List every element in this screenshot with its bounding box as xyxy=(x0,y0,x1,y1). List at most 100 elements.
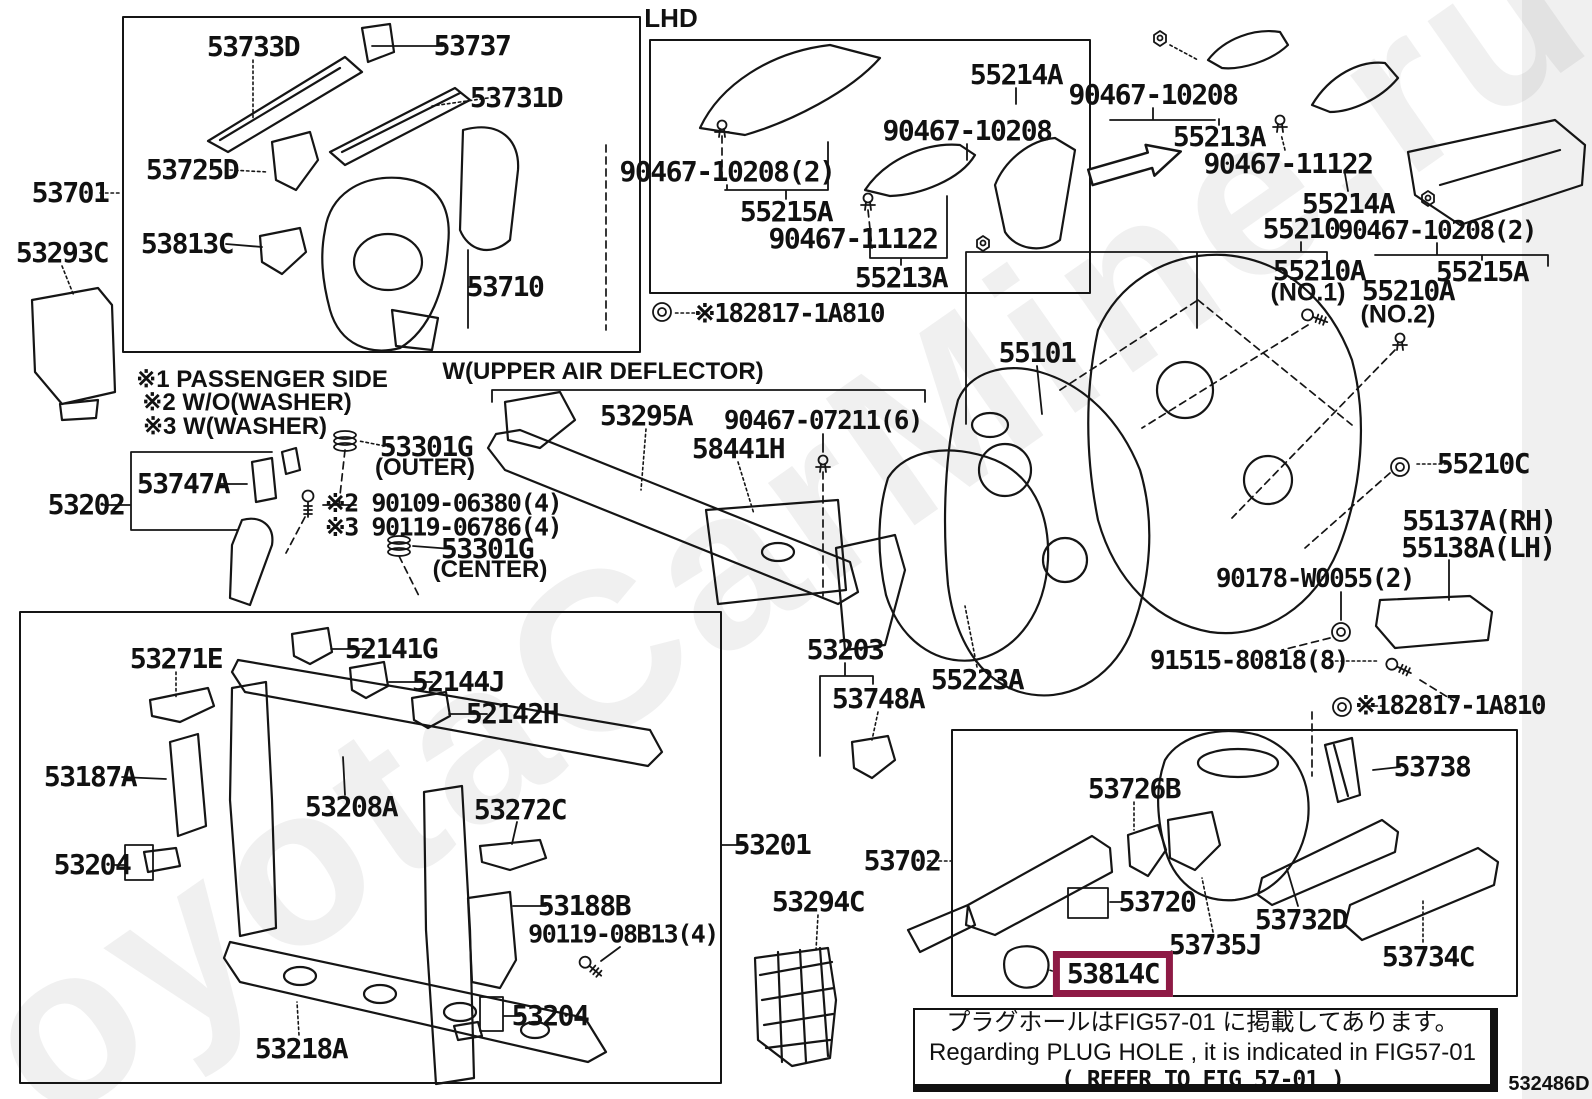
part-label-290109063804[interactable]: ※2 90109-06380(4) xyxy=(324,488,563,518)
part-label-90467102082[interactable]: 90467-10208(2) xyxy=(1337,216,1538,246)
part-label-53748a[interactable]: 53748A xyxy=(831,682,926,715)
part-label-53701[interactable]: 53701 xyxy=(31,176,110,209)
part-label-390119067864[interactable]: ※3 90119-06786(4) xyxy=(324,512,563,542)
part-label-53271e[interactable]: 53271E xyxy=(129,642,224,675)
part-label-53301g[interactable]: 53301G xyxy=(379,430,474,463)
part-label-52144j[interactable]: 52144J xyxy=(411,665,506,698)
part-53218A-hole2 xyxy=(364,985,396,1003)
fastener-icons xyxy=(303,31,1435,980)
grommet-icon xyxy=(1391,458,1409,476)
part-label-9046710208[interactable]: 90467-10208 xyxy=(882,114,1053,147)
part-label-90467072116[interactable]: 90467-07211(6) xyxy=(723,406,924,436)
part-label-53735j[interactable]: 53735J xyxy=(1168,928,1263,961)
part-52144J xyxy=(350,662,388,698)
part-label-center: (CENTER) xyxy=(432,556,548,583)
part-label-90467102082[interactable]: 90467-10208(2) xyxy=(619,155,836,188)
part-53735J xyxy=(1168,812,1220,870)
part-label-53720[interactable]: 53720 xyxy=(1118,885,1197,918)
part-55101-hole1 xyxy=(979,444,1031,496)
part-label-53301g[interactable]: 53301G xyxy=(440,532,535,565)
part-label-55210a[interactable]: 55210A xyxy=(1361,274,1456,307)
part-label-53747a[interactable]: 53747A xyxy=(136,467,231,500)
part-55210-hole2 xyxy=(1244,456,1292,504)
part-label-55210a[interactable]: 55210A xyxy=(1272,254,1367,287)
part-label-53204[interactable]: 53204 xyxy=(511,999,590,1032)
part-label-53734c[interactable]: 53734C xyxy=(1381,940,1476,973)
part-label-55214a[interactable]: 55214A xyxy=(969,58,1064,91)
part-label-53208a[interactable]: 53208A xyxy=(304,790,399,823)
part-label-9046711122[interactable]: 90467-11122 xyxy=(768,222,939,255)
part-side-member-rh xyxy=(424,786,474,1084)
grommet-icon xyxy=(1333,698,1351,716)
part-label-53726b[interactable]: 53726B xyxy=(1087,772,1182,805)
part-55210-hole1 xyxy=(1157,362,1213,418)
part-label-53204[interactable]: 53204 xyxy=(53,848,132,881)
part-label-53295a[interactable]: 53295A xyxy=(599,399,694,432)
part-label-53202[interactable]: 53202 xyxy=(47,488,126,521)
part-label-55101[interactable]: 55101 xyxy=(998,336,1077,369)
bolt-icon xyxy=(577,954,604,979)
part-label-53732d[interactable]: 53732D xyxy=(1254,903,1349,936)
part-53295A xyxy=(488,430,858,604)
part-label-53188b[interactable]: 53188B xyxy=(537,889,632,922)
part-label-53814c[interactable]: 53814C xyxy=(1052,951,1174,997)
part-label-9011908b134[interactable]: 90119-08B13(4) xyxy=(528,919,719,949)
part-label-lhd: LHD xyxy=(644,3,698,33)
part-label-53737[interactable]: 53737 xyxy=(433,29,512,62)
part-52142H xyxy=(412,692,450,728)
part-label-53272c[interactable]: 53272C xyxy=(473,793,568,826)
part-label-55215a[interactable]: 55215A xyxy=(1435,255,1530,288)
part-53734C xyxy=(1345,848,1498,940)
part-55101-hole3 xyxy=(972,413,1008,437)
part-label-55210[interactable]: 55210 xyxy=(1262,212,1341,245)
part-53710-wheelhouse xyxy=(322,178,448,351)
part-label-53710[interactable]: 53710 xyxy=(466,270,545,303)
part-label-53725d[interactable]: 53725D xyxy=(145,153,240,186)
part-label-53733d[interactable]: 53733D xyxy=(206,30,301,63)
part-label-9046711122[interactable]: 90467-11122 xyxy=(1203,147,1374,180)
part-label-53187a[interactable]: 53187A xyxy=(43,760,138,793)
part-55137A-bracket xyxy=(1376,596,1492,648)
part-label-55137arh[interactable]: 55137A(RH) xyxy=(1402,504,1557,537)
scan-edge-strip xyxy=(1522,0,1592,1099)
part-label-52142h[interactable]: 52142H xyxy=(465,697,560,730)
part-label-55215a[interactable]: 55215A xyxy=(739,195,834,228)
part-label-55138alh[interactable]: 55138A(LH) xyxy=(1401,531,1556,564)
part-label-1828171a810[interactable]: ※182817-1A810 xyxy=(1354,691,1547,721)
part-53218A-hole4 xyxy=(521,1022,549,1038)
part-label-55210c[interactable]: 55210C xyxy=(1436,447,1531,480)
part-label-55213a[interactable]: 55213A xyxy=(1172,120,1267,153)
direction-arrow-icon xyxy=(1086,136,1185,193)
part-label-53293c[interactable]: 53293C xyxy=(15,236,110,269)
part-label-52141g[interactable]: 52141G xyxy=(344,632,439,665)
part-label-outer: (OUTER) xyxy=(375,454,475,481)
part-53204-clip1 xyxy=(144,848,180,872)
part-label-53294c[interactable]: 53294C xyxy=(771,885,866,918)
part-cowl-side-rail xyxy=(1408,120,1585,225)
part-label-53702[interactable]: 53702 xyxy=(863,844,942,877)
part-label-55223a[interactable]: 55223A xyxy=(930,663,1025,696)
part-rh-wheelhouse-top xyxy=(1198,749,1278,777)
part-apron-tower xyxy=(460,127,518,250)
part-53813C xyxy=(260,228,306,274)
part-label-55213a[interactable]: 55213A xyxy=(854,261,949,294)
bolt-icon xyxy=(1300,308,1329,327)
part-label-53218a[interactable]: 53218A xyxy=(254,1032,349,1065)
part-label-1828171a810[interactable]: ※182817-1A810 xyxy=(693,299,886,329)
part-label-91515808188[interactable]: 91515-80818(8) xyxy=(1149,646,1350,676)
part-label-53813c[interactable]: 53813C xyxy=(140,227,235,260)
part-label-55214a[interactable]: 55214A xyxy=(1301,187,1396,220)
notice-line-refer: ( REFER TO FIG 57-01 ) xyxy=(1061,1066,1345,1093)
part-rh-apron-rail xyxy=(908,836,1112,952)
part-label-58441h[interactable]: 58441H xyxy=(691,432,786,465)
part-53218A-lower-support xyxy=(224,942,606,1062)
part-label-9046710208[interactable]: 90467-10208 xyxy=(1068,78,1239,111)
part-label-no2: (NO.2) xyxy=(1360,300,1436,329)
part-label-53731d[interactable]: 53731D xyxy=(469,81,564,114)
clip-icon xyxy=(1393,334,1407,351)
part-label-3wwasher: ※3 W(WASHER) xyxy=(142,413,328,440)
part-label-53201[interactable]: 53201 xyxy=(733,828,812,861)
part-label-90178w00552[interactable]: 90178-W0055(2) xyxy=(1215,564,1416,594)
part-label-53203[interactable]: 53203 xyxy=(806,633,885,666)
part-label-53738[interactable]: 53738 xyxy=(1393,750,1472,783)
